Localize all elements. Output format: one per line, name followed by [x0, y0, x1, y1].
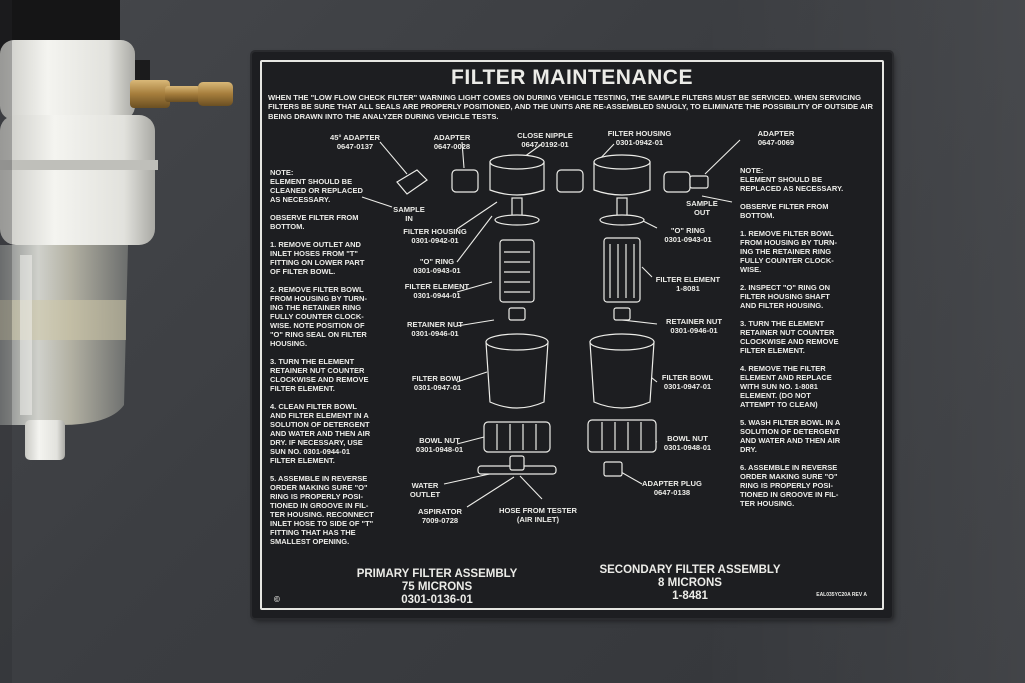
intro-paragraph: WHEN THE "LOW FLOW CHECK FILTER" WARNING… — [268, 93, 874, 121]
label-adapter-plug: ADAPTER PLUG 0647-0138 — [642, 479, 702, 497]
label-bowl-nut-left: BOWL NUT 0301-0948-01 — [415, 436, 464, 454]
copyright-mark: © — [274, 595, 280, 604]
label-filter-bowl-right: FILTER BOWL 0301-0947-01 — [661, 373, 714, 391]
label-retainer-nut-right: RETAINER NUT 0301-0946-01 — [666, 317, 722, 335]
label-45-adapter: 45° ADAPTER 0647-0137 — [329, 133, 380, 151]
part-code: EAL035YC20A REV A — [816, 592, 867, 598]
label-hose-from-tester: HOSE FROM TESTER (AIR INLET) — [498, 506, 578, 524]
label-sample-out: SAMPLE OUT — [686, 199, 718, 217]
filter-jar-photo — [0, 0, 233, 683]
label-filter-element-left: FILTER ELEMENT 0301-0944-01 — [404, 282, 470, 300]
filter-maintenance-plate: FILTER MAINTENANCE WHEN THE "LOW FLOW CH… — [252, 52, 892, 618]
label-retainer-nut-left: RETAINER NUT 0301-0946-01 — [407, 320, 463, 338]
label-close-nipple: CLOSE NIPPLE 0647-0192-01 — [517, 131, 573, 149]
label-filter-bowl-left: FILTER BOWL 0301-0947-01 — [411, 374, 464, 392]
label-aspirator: ASPIRATOR 7009-0728 — [417, 507, 463, 525]
label-water-outlet: WATER OUTLET — [409, 481, 441, 499]
secondary-assembly-title: SECONDARY FILTER ASSEMBLY 8 MICRONS 1-84… — [599, 564, 781, 603]
label-adapter-0028: ADAPTER 0647-0028 — [433, 133, 471, 151]
secondary-instructions: NOTE: ELEMENT SHOULD BE REPLACED AS NECE… — [740, 166, 844, 508]
label-o-ring-right: "O" RING 0301-0943-01 — [664, 226, 712, 244]
label-o-ring-left: "O" RING 0301-0943-01 — [413, 257, 461, 275]
label-sample-in: SAMPLE IN — [393, 205, 425, 223]
label-filter-housing-top: FILTER HOUSING 0301-0942-01 — [607, 129, 672, 147]
primary-assembly-title: PRIMARY FILTER ASSEMBLY 75 MICRONS 0301-… — [356, 568, 518, 607]
label-filter-element-right: FILTER ELEMENT 1-8081 — [655, 275, 721, 293]
exploded-diagram — [361, 139, 741, 508]
label-adapter-0069: ADAPTER 0647-0069 — [757, 129, 795, 147]
primary-instructions: NOTE: ELEMENT SHOULD BE CLEANED OR REPLA… — [270, 168, 374, 546]
plate-border — [260, 60, 884, 610]
label-filter-housing-left: FILTER HOUSING 0301-0942-01 — [403, 227, 467, 245]
plate-title: FILTER MAINTENANCE — [451, 66, 693, 89]
label-bowl-nut-right: BOWL NUT 0301-0948-01 — [663, 434, 712, 452]
